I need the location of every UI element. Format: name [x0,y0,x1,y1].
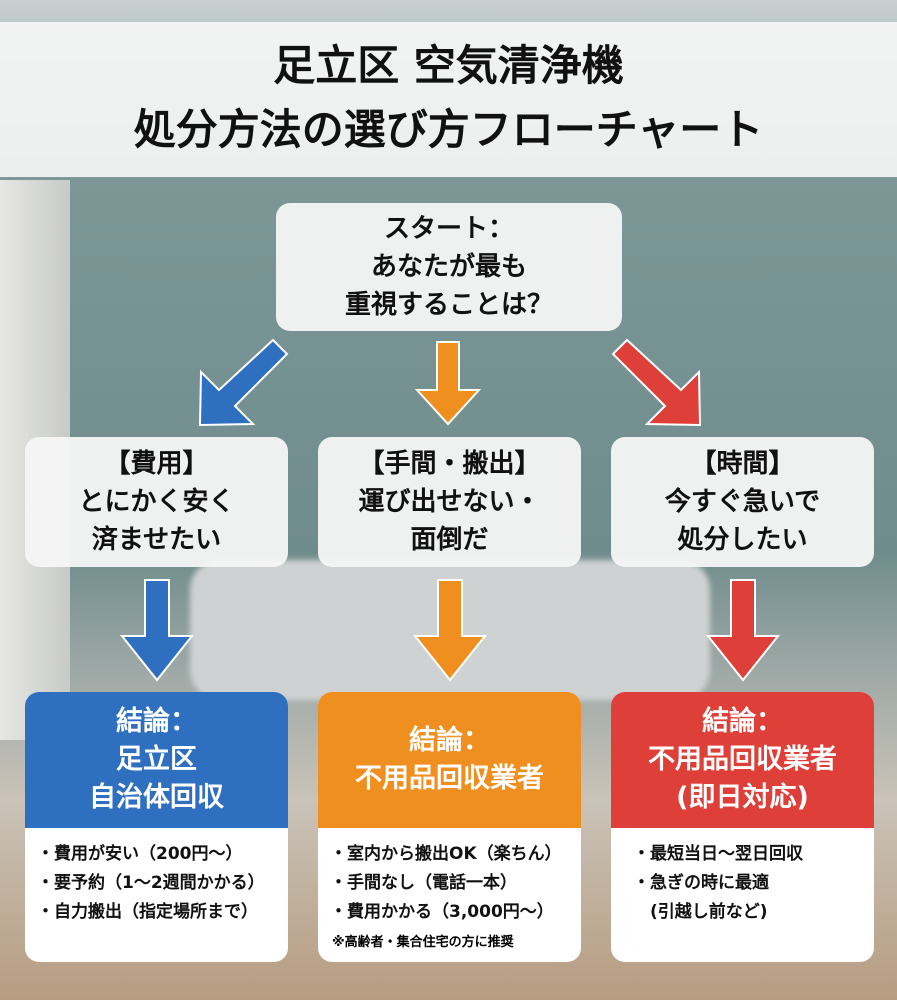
header-line: 不用品回収業者 [648,744,837,775]
list-item: ・最短当日〜翌日回収 [633,844,803,864]
result-header: 結論： 足立区自治体回収 [25,692,288,828]
result-header: 結論： 不用品回収業者 (即日対応) [611,692,874,828]
list-item: ・自力搬出（指定場所まで） [37,902,258,922]
start-line: スタート： [383,214,514,244]
result-list: ・費用が安い（200円〜） ・要予約（1〜2週間かかる） ・自力搬出（指定場所まで） [25,828,288,927]
result-header: 結論： 不用品回収業者 [318,692,581,828]
arrow-down-icon [706,579,780,682]
choice-line: 【時間】 [690,449,795,479]
list-item: ・手間なし（電話一本） [330,873,517,893]
result-municipal: 結論：足立区自治体回収 ・費用が安い（200円〜）・要予約（1〜2週間かかる）・… [25,692,288,962]
list-item: (引越し前など) [633,902,768,922]
title-line-2: 処分方法の選び方フローチャート [133,105,764,154]
choice-line: とにかく安く [78,487,235,517]
choice-line: 運び出せない・ [358,487,541,517]
arrow-down-right-icon [611,338,702,427]
header-line: 結論： [702,706,783,737]
choice-line: 済ませたい [91,525,222,555]
list-item: ・急ぎの時に最適 [633,873,769,893]
start-line: 重視することは？ [344,290,553,320]
result-junk-removal: 結論： 不用品回収業者 ・室内から搬出OK（楽ちん） ・手間なし（電話一本） ・費用か… [318,692,581,962]
choice-line: 【費用】 [104,449,209,479]
choice-cost: 【費用】とにかく安く済ませたい [25,437,288,567]
arrow-down-icon [120,579,194,682]
choice-line: 【手間・搬出】 [358,449,541,479]
result-same-day: 結論： 不用品回収業者 (即日対応) ・最短当日〜翌日回収・急ぎの時に最適 (引越し… [611,692,874,962]
header-line: 自治体回収 [89,782,224,813]
title-line-1: 足立区 空気清浄機 [273,41,624,90]
choice-line: 処分したい [677,525,808,555]
result-list: ・最短当日〜翌日回収・急ぎの時に最適 (引越し前など) [611,828,874,927]
choice-effort: 【手間・搬出】運び出せない・面倒だ [318,437,581,567]
arrow-down-left-icon [198,338,289,427]
header-line: 不用品回収業者 [355,763,544,794]
list-item: ・室内から搬出OK（楽ちん） [330,844,562,864]
page-title: 足立区 空気清浄機 処分方法の選び方フローチャート [0,22,897,177]
choice-line: 今すぐ急いで [664,487,821,517]
result-list: ・室内から搬出OK（楽ちん） ・手間なし（電話一本） ・費用かかる（3,000円〜） [318,828,581,927]
header-line: 結論： [409,725,490,756]
choice-line: 面倒だ [410,525,489,555]
choice-time: 【時間】今すぐ急いで処分したい [611,437,874,567]
list-item: ・費用が安い（200円〜） [37,844,243,864]
header-line: 結論： [116,706,197,737]
arrow-down-icon [415,341,481,426]
start-line: あなたが最も [370,252,527,282]
list-item: ・費用かかる（3,000円〜） [330,902,554,922]
list-item: ・要予約（1〜2週間かかる） [37,873,265,893]
recommendation-note: ※高齢者・集合住宅の方に推奨 [332,935,514,950]
start-node: スタート： あなたが最も 重視することは？ [276,203,622,331]
header-line: (即日対応) [676,782,809,813]
header-line: 足立区 [116,744,197,775]
arrow-down-icon [413,579,487,682]
